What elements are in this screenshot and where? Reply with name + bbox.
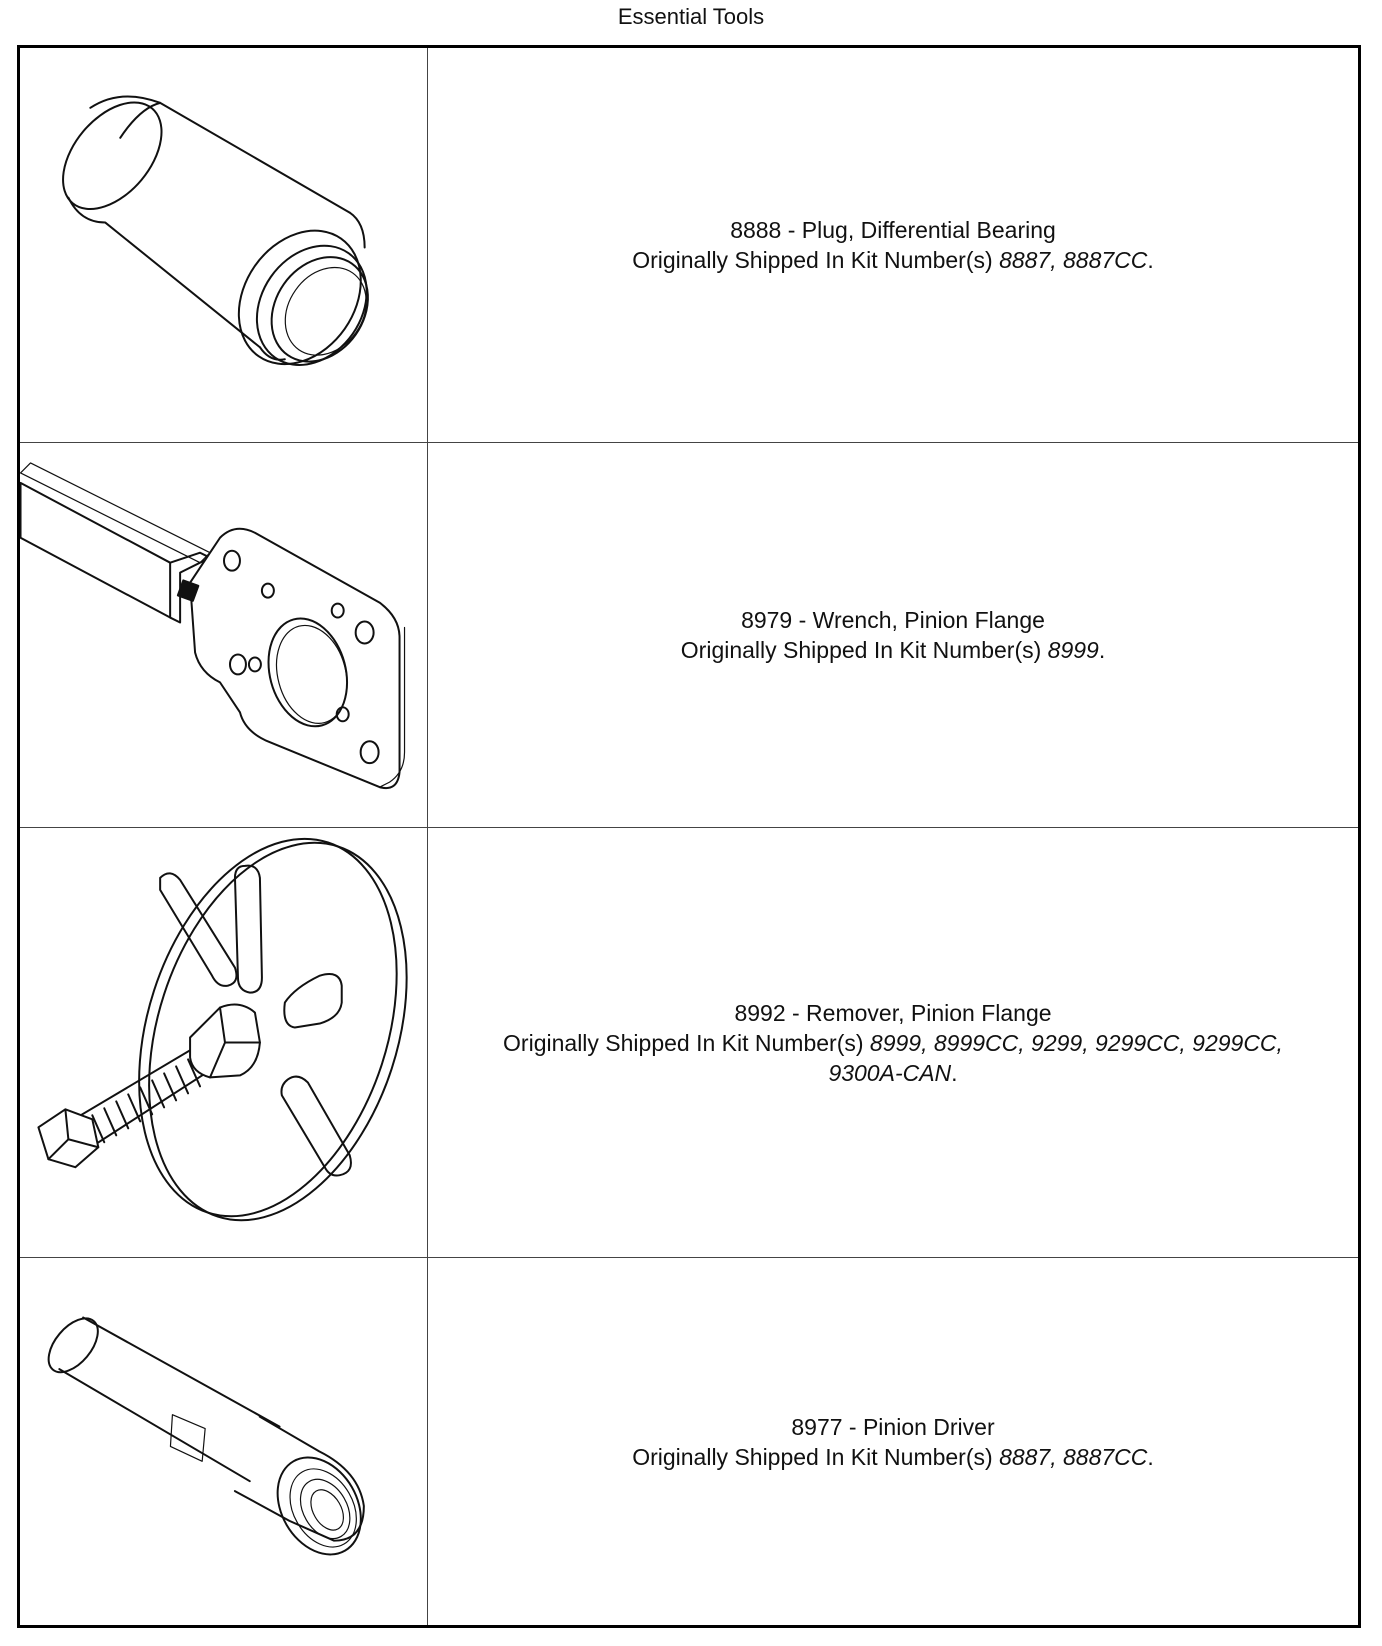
tool-image-cell	[20, 828, 428, 1258]
tool-description-cell: 8979 - Wrench, Pinion Flange Originally …	[428, 443, 1358, 828]
tool-image-cell	[20, 443, 428, 828]
tool-name: 8992 - Remover, Pinion Flange	[734, 999, 1052, 1026]
pinion-flange-remover-icon	[37, 837, 408, 1222]
tool-description-cell: 8888 - Plug, Differential Bearing Origin…	[428, 48, 1358, 443]
tools-table: 8888 - Plug, Differential Bearing Origin…	[17, 45, 1361, 1628]
pinion-flange-wrench-icon	[20, 462, 406, 790]
kit-numbers: 8999, 8999CC, 9299, 9299CC, 9299CC, 9300…	[828, 1029, 1283, 1086]
pinion-driver-icon	[47, 1316, 365, 1556]
kit-period: .	[951, 1059, 958, 1086]
kit-numbers: 8999	[1047, 637, 1099, 663]
tool-name: 8888 - Plug, Differential Bearing	[730, 217, 1056, 243]
kit-numbers: 8887, 8887CC	[999, 1443, 1148, 1470]
shipped-label: Originally Shipped In Kit Number(s)	[680, 637, 1042, 663]
shipped-label: Originally Shipped In Kit Number(s)	[503, 1029, 864, 1056]
kit-period: .	[1147, 1443, 1154, 1470]
tool-image-cell	[20, 1258, 428, 1625]
differential-bearing-plug-icon	[62, 95, 369, 366]
shipped-label: Originally Shipped In Kit Number(s)	[632, 1443, 993, 1470]
tool-name: 8979 - Wrench, Pinion Flange	[741, 607, 1045, 633]
shipped-label: Originally Shipped In Kit Number(s)	[632, 247, 993, 273]
kit-period: .	[1098, 637, 1106, 663]
tool-description-cell: 8977 - Pinion Driver Originally Shipped …	[428, 1258, 1358, 1625]
tool-name: 8977 - Pinion Driver	[791, 1413, 995, 1440]
tool-description-cell: 8992 - Remover, Pinion Flange Originally…	[428, 828, 1358, 1258]
kit-period: .	[1147, 247, 1154, 273]
tool-image-cell	[20, 48, 428, 443]
page-title: Essential Tools	[617, 4, 765, 29]
kit-numbers: 8887, 8887CC	[999, 247, 1148, 273]
